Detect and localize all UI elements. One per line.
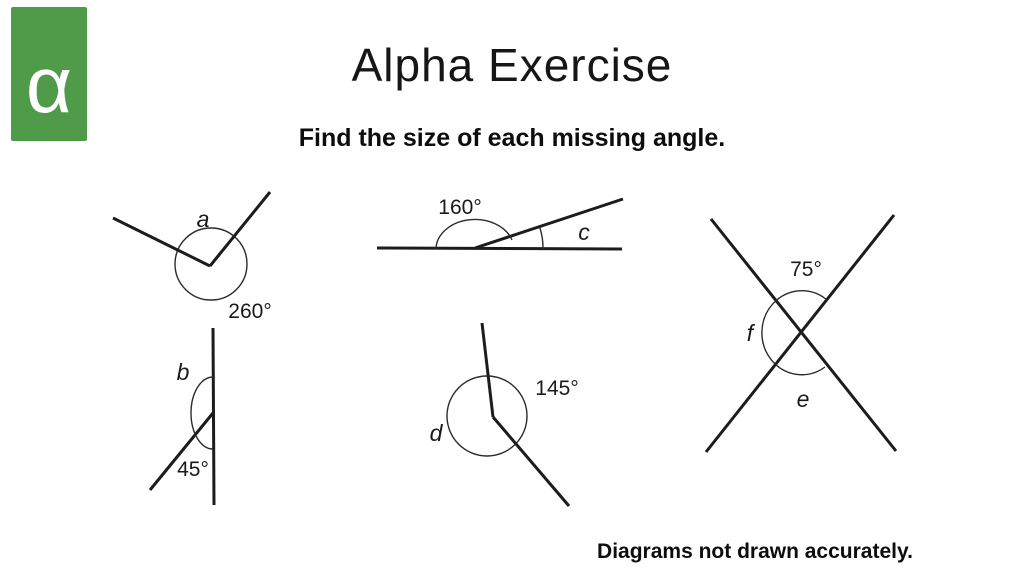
angle-label-f: f bbox=[747, 320, 756, 346]
alpha-logo: α bbox=[11, 7, 87, 141]
angle-circle-a bbox=[174, 227, 248, 301]
angle-arc-ef bbox=[761, 290, 828, 376]
angle-arc-b bbox=[190, 376, 214, 450]
ray-d-down bbox=[491, 416, 571, 507]
line-c-horizontal bbox=[376, 246, 623, 251]
ray-c-diagonal bbox=[474, 197, 624, 250]
ray-a-left bbox=[112, 216, 211, 268]
diagram-a: a 260° bbox=[112, 191, 272, 323]
angle-value-b: 45° bbox=[177, 458, 209, 481]
line-ef-1 bbox=[709, 218, 898, 452]
angle-label-e: e bbox=[797, 386, 810, 412]
ray-d-up bbox=[480, 322, 495, 418]
angle-arc-c bbox=[539, 227, 544, 250]
angle-label-c: c bbox=[578, 219, 590, 245]
alpha-logo-letter: α bbox=[25, 40, 73, 129]
angle-label-b: b bbox=[177, 359, 190, 385]
angle-value-c: 160° bbox=[438, 196, 481, 219]
line-b-vertical bbox=[211, 327, 216, 506]
line-ef-2 bbox=[704, 214, 896, 453]
angle-value-d: 145° bbox=[535, 377, 578, 400]
instruction-text: Find the size of each missing angle. bbox=[298, 124, 726, 152]
angle-value-a: 260° bbox=[228, 300, 271, 323]
angle-value-ef: 75° bbox=[790, 258, 822, 281]
diagram-ef: 75° f e bbox=[704, 214, 898, 453]
angle-arc-c-160 bbox=[435, 218, 513, 250]
diagram-c: 160° c bbox=[376, 196, 624, 251]
note-text: Diagrams not drawn accurately. bbox=[597, 540, 913, 563]
ray-b-diagonal bbox=[148, 412, 215, 491]
ray-a-right bbox=[208, 191, 272, 267]
page-title: Alpha Exercise bbox=[351, 39, 673, 91]
angle-label-a: a bbox=[197, 206, 210, 232]
diagram-d: 145° d bbox=[430, 322, 579, 507]
diagram-b: b 45° bbox=[148, 327, 216, 506]
angle-label-d: d bbox=[430, 420, 444, 446]
